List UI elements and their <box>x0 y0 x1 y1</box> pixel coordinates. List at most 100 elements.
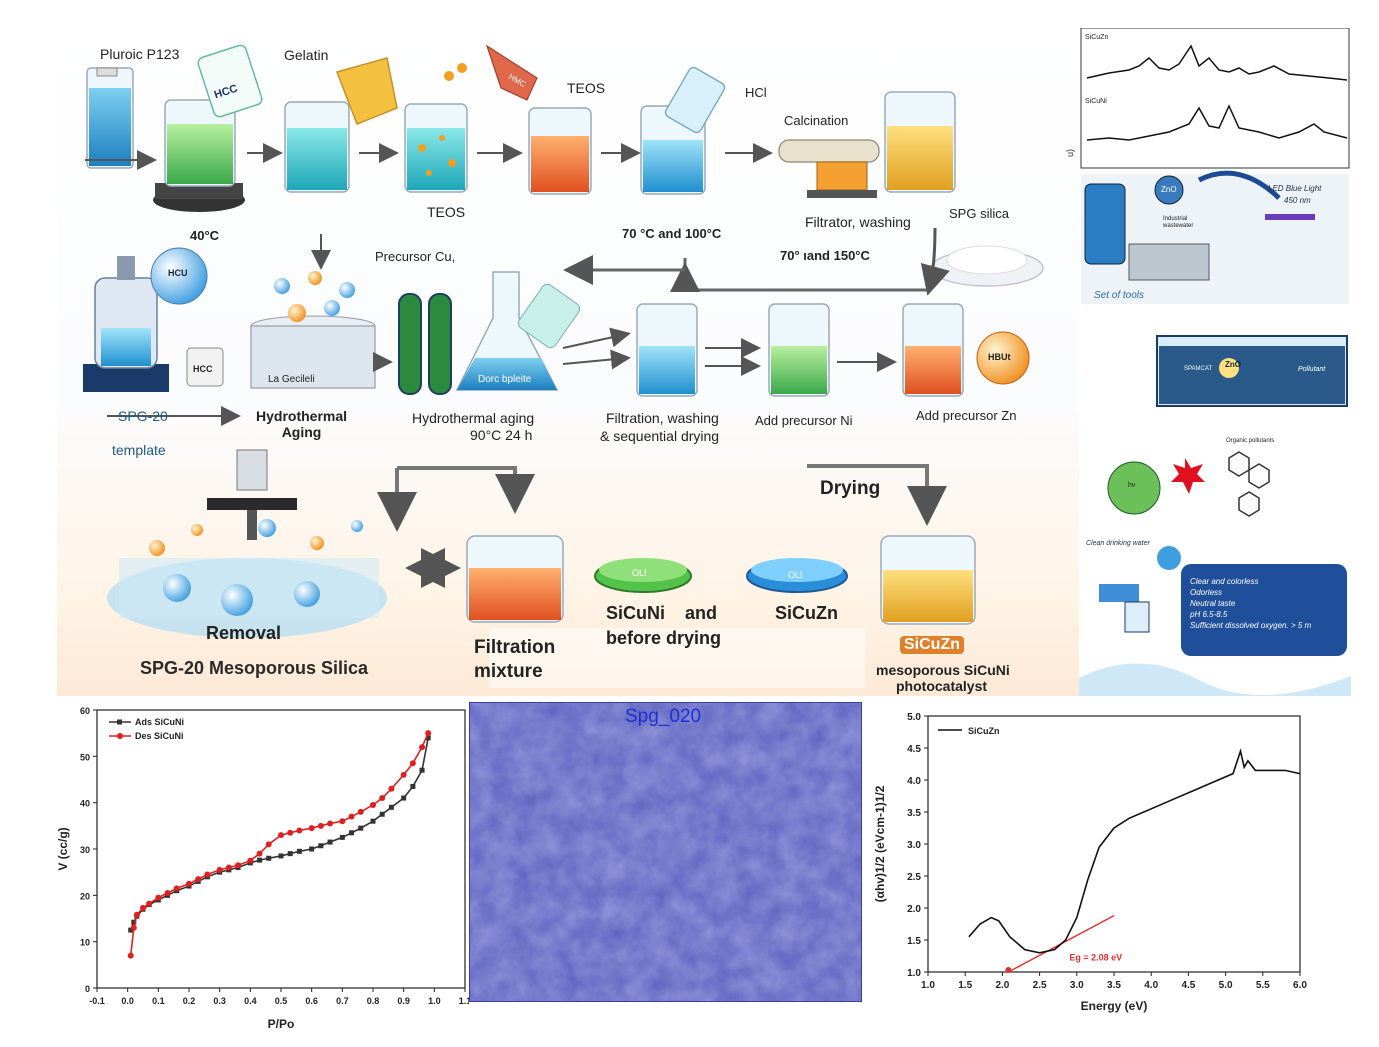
data-point <box>388 785 395 792</box>
led-label: LED Blue Light <box>1268 184 1322 193</box>
label-sicuzn: SiCuZn <box>775 603 838 623</box>
x-axis-label: Energy (eV) <box>1081 999 1148 1013</box>
set-of-tools: Set of tools <box>1094 290 1145 301</box>
y-tick-label: 4.0 <box>907 776 921 787</box>
data-point <box>318 843 324 849</box>
data-point <box>419 744 426 751</box>
label-hydro-aging-2: Hydrothermal aging <box>412 410 535 426</box>
data-point <box>401 795 407 801</box>
data-point <box>257 857 263 863</box>
water-quality-list: Clear and colorless Odorless Neutral tas… <box>1190 576 1350 631</box>
data-point <box>370 801 376 808</box>
y-tick-label: 1.0 <box>907 968 921 979</box>
mesoporous-silica-bed <box>107 519 387 638</box>
data-point <box>317 822 324 829</box>
x-tick-label: 2.0 <box>995 980 1009 991</box>
beaker-stirrer <box>153 99 245 212</box>
plot-frame <box>927 715 1301 973</box>
quality-item: Odorless <box>1190 588 1223 597</box>
data-point <box>308 825 315 832</box>
label-precursor-cu: Precursor Cu, <box>375 249 456 264</box>
x-tick-label: 0.4 <box>244 996 257 1006</box>
xrd-bottom-label: SiCuNi <box>1085 98 1107 105</box>
data-point <box>265 841 272 848</box>
label-oli-1: OLI <box>632 568 647 578</box>
data-point <box>216 866 223 873</box>
quality-item: pH 6.5-8.5 <box>1190 610 1228 619</box>
x-tick-label: 2.5 <box>1033 980 1047 991</box>
data-point <box>349 830 355 836</box>
label-spg-silica: SPG silica <box>949 206 1009 221</box>
x-tick-label: 0.6 <box>305 996 318 1006</box>
data-point <box>296 848 302 854</box>
label-add-zn: Add precursor Zn <box>916 408 1017 423</box>
x-tick-label: 4.0 <box>1144 980 1158 991</box>
x-tick-label: 0.0 <box>121 996 134 1006</box>
beaker-hcl <box>640 66 726 195</box>
spg-silica-dish <box>930 245 1044 287</box>
quality-item: Sufficient dissolved oxygen. > 5 m <box>1190 621 1312 630</box>
x-tick-label: 1.0 <box>428 996 441 1006</box>
x-tick-label: 4.5 <box>1181 980 1195 991</box>
data-point <box>278 853 284 859</box>
label-hydro-aging: Hydrothermal Aging <box>256 408 348 440</box>
organic-pollutants-label: Organic pollutants <box>1226 438 1275 444</box>
y-tick-label: 30 <box>80 845 90 855</box>
label-spg20: SPG-20 <box>118 408 168 424</box>
data-point <box>388 804 394 810</box>
data-point <box>195 876 202 883</box>
label-teos-mid: TEOS <box>427 204 466 220</box>
data-point <box>133 911 140 918</box>
data-point <box>410 783 416 789</box>
x-tick-label: 1.0 <box>921 980 935 991</box>
pollutant-label: Pollutant <box>1298 366 1326 373</box>
series-line <box>968 748 1301 954</box>
data-point <box>256 850 263 857</box>
zno-catalyst-label: ZnO <box>1225 360 1241 369</box>
data-point <box>235 862 242 869</box>
data-point <box>327 839 333 845</box>
microscope <box>207 449 297 540</box>
beaker-teos <box>485 44 592 195</box>
data-point <box>370 818 376 824</box>
quality-item: Neutral taste <box>1190 599 1236 608</box>
data-point <box>339 818 346 825</box>
y-tick-label: 2.0 <box>907 904 921 915</box>
x-tick-label: 6.0 <box>1293 980 1307 991</box>
data-point <box>204 871 211 878</box>
label-sicuni-and: SiCuNi and <box>606 603 718 623</box>
y-axis-label: (αhv)1/2 (eVcm-1)1/2 <box>873 785 887 902</box>
data-point <box>225 864 232 871</box>
label-photocat: photocatalyst <box>896 678 988 694</box>
x-tick-label: 0.5 <box>275 996 288 1006</box>
beaker-calcined <box>884 91 956 193</box>
data-point <box>155 894 162 901</box>
data-point <box>348 813 355 820</box>
eg-marker <box>1005 967 1012 973</box>
data-point <box>296 827 303 834</box>
y-tick-label: 1.5 <box>907 936 921 947</box>
petri-sicuni <box>594 558 692 593</box>
x-tick-label: 5.0 <box>1219 980 1233 991</box>
label-calcination: Calcination <box>784 113 849 128</box>
beaker-gelatin <box>284 57 398 193</box>
data-point <box>247 857 254 864</box>
label-70-150: 70° ιand 150°C <box>780 248 870 263</box>
data-point <box>358 825 364 831</box>
autoclave <box>83 256 169 392</box>
data-point <box>128 927 134 933</box>
data-point <box>186 880 192 887</box>
label-meso: mesoporous SiCuNi <box>876 662 1010 678</box>
data-point <box>379 795 386 802</box>
application-graphics <box>1079 28 1351 696</box>
test-tubes <box>398 293 452 395</box>
quality-item: Clear and colorless <box>1190 577 1259 586</box>
legend-marker <box>117 733 123 739</box>
legend-label: Ads SiCuNi <box>135 717 184 727</box>
beaker-filtration-mixture <box>466 535 564 623</box>
data-point <box>409 760 416 767</box>
y-tick-label: 50 <box>80 752 90 762</box>
data-point <box>357 808 364 815</box>
gelatin-bath <box>250 271 376 389</box>
